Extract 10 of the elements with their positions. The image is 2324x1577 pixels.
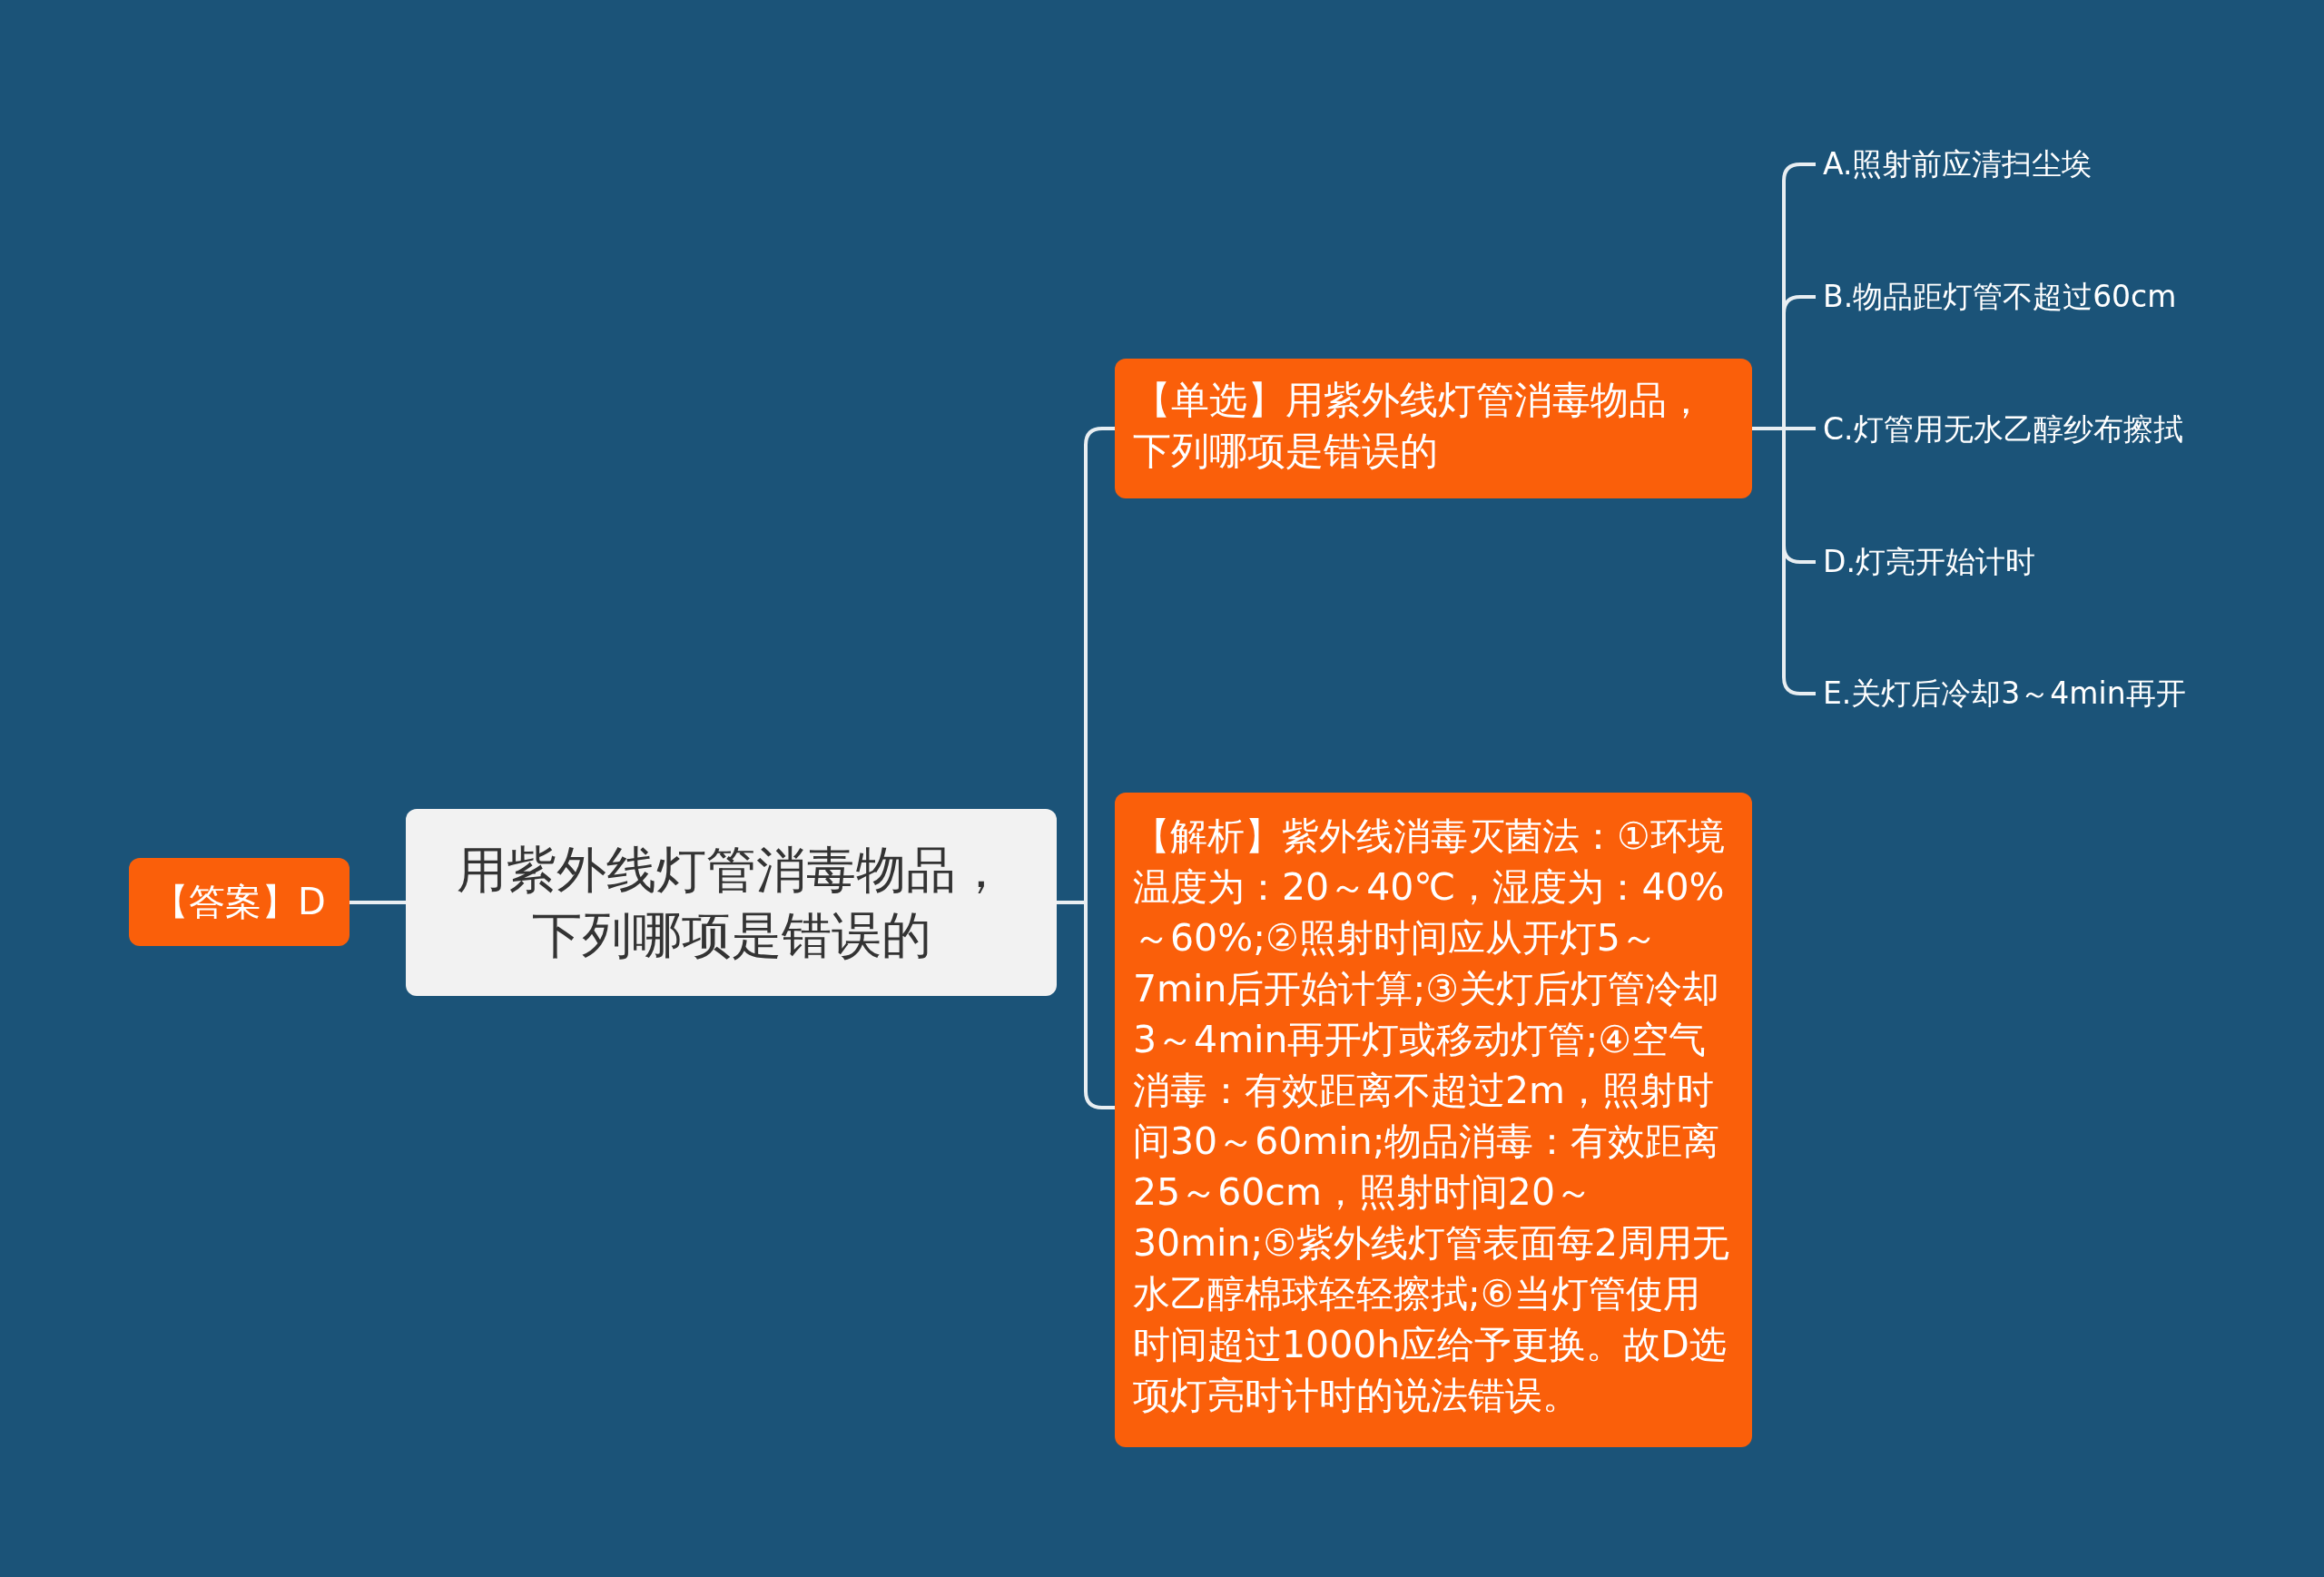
option-text: A.照射前应清扫尘埃: [1816, 144, 2093, 184]
question-box: 【单选】用紫外线灯管消毒物品，下列哪项是错误的: [1115, 359, 1752, 498]
connector-line: [350, 901, 406, 904]
option-text: D.灯亮开始计时: [1816, 542, 2035, 582]
topic-box: 用紫外线灯管消毒物品，下列哪项是错误的: [406, 809, 1057, 996]
explanation-box: 【解析】紫外线消毒灭菌法：①环境温度为：20～40℃，湿度为：40%～60%;②照射时间应从开灯5～7min后开始计算;③关灯后灯管冷却3～4min再开灯或移动灯管;④空气消毒：有效距离不超过2m，照射时间30～60min;物品消毒：有效距离25～60cm，照射时间20～30min;⑤紫外线灯管表面每2周用无水乙醇棉球轻轻擦拭;⑥当灯管使用时间超过1000h应给予更换。故D选项灯亮时计时的说法错误。: [1115, 793, 1752, 1447]
option-text: C.灯管用无水乙醇纱布擦拭: [1816, 409, 2183, 449]
option-text: E.关灯后冷却3～4min再开: [1816, 674, 2186, 714]
option-text: B.物品距灯管不超过60cm: [1816, 277, 2177, 317]
answer-box: 【答案】D: [129, 858, 350, 946]
